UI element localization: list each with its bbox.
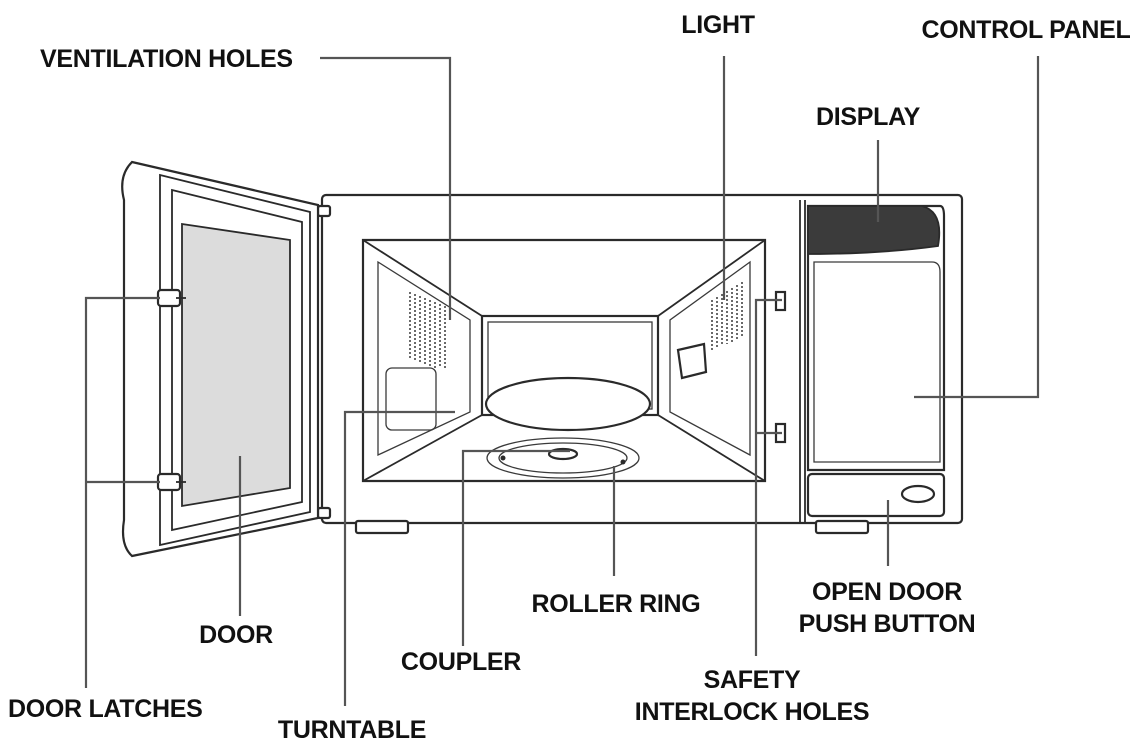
label-light: LIGHT [681, 11, 755, 39]
leader-safety-interlock [754, 298, 782, 656]
label-display: DISPLAY [816, 103, 921, 131]
part-labels: VENTILATION HOLES LIGHT CONTROL PANEL DI… [8, 11, 1131, 744]
display-window [807, 205, 941, 255]
label-ventilation-holes: VENTILATION HOLES [40, 45, 293, 73]
right-light-grille [711, 282, 743, 350]
label-interlock-holes-line2: INTERLOCK HOLES [635, 698, 869, 726]
label-turntable: TURNTABLE [278, 716, 426, 744]
leader-control-panel [914, 56, 1040, 399]
label-control-panel: CONTROL PANEL [921, 16, 1130, 44]
control-panel-body [806, 204, 946, 518]
leader-door-latches [84, 296, 160, 688]
label-open-door-line1: OPEN DOOR [812, 578, 962, 606]
left-ventilation-grille [409, 292, 446, 368]
label-door-latches: DOOR LATCHES [8, 695, 203, 723]
label-push-button-line2: PUSH BUTTON [799, 610, 976, 638]
door [121, 160, 320, 558]
turntable-assembly [484, 376, 652, 479]
leader-turntable [343, 410, 455, 706]
label-coupler: COUPLER [401, 648, 521, 676]
leader-lines [84, 56, 1040, 706]
leader-coupler [461, 449, 570, 646]
oven-cavity [361, 238, 767, 483]
leader-ventilation-holes [320, 56, 452, 320]
label-roller-ring: ROLLER RING [532, 590, 701, 618]
label-safety-line1: SAFETY [704, 666, 801, 694]
label-door: DOOR [199, 621, 273, 649]
microwave-illustration [121, 160, 964, 558]
